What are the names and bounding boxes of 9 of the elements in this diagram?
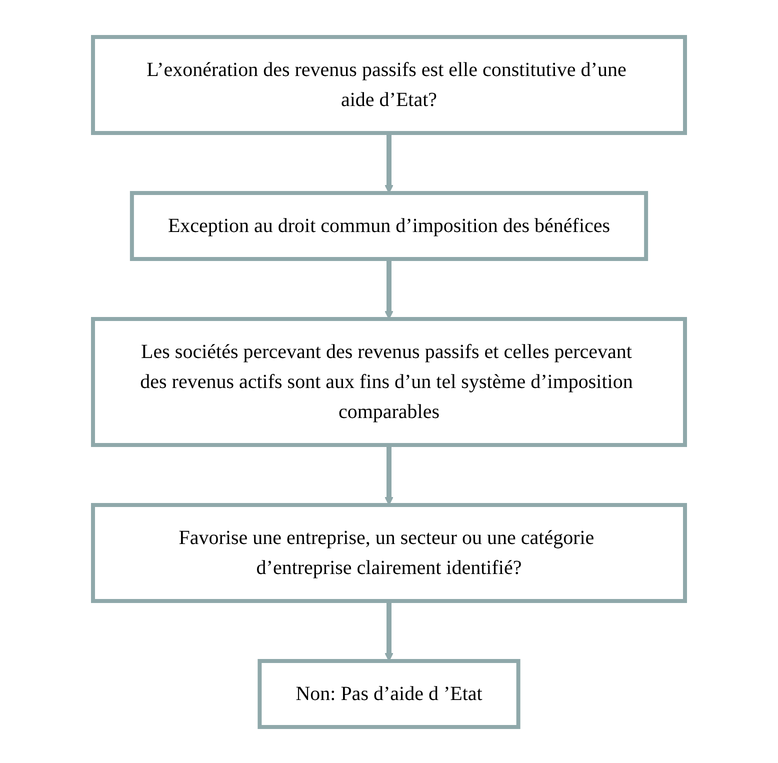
arrow (384, 444, 394, 505)
node-box: Les sociétés percevant des revenus passifs et celles percevant des revenus actifs sont aux fins d’un tel système d’imposition comparables (91, 316, 687, 446)
node-box: Non: Pas d’aide d ’Etat (258, 658, 520, 728)
arrow (384, 132, 394, 193)
arrow (384, 258, 394, 319)
node-box: Favorise une entreprise, un secteur ou une catégorie d’entreprise clairement identifié? (91, 502, 687, 602)
node-box: Exception au droit commun d’imposition des bénéfices (130, 190, 648, 260)
node-box: L’exonération des revenus passifs est elle constitutive d’une aide d’Etat? (91, 34, 687, 134)
arrow (384, 600, 394, 661)
